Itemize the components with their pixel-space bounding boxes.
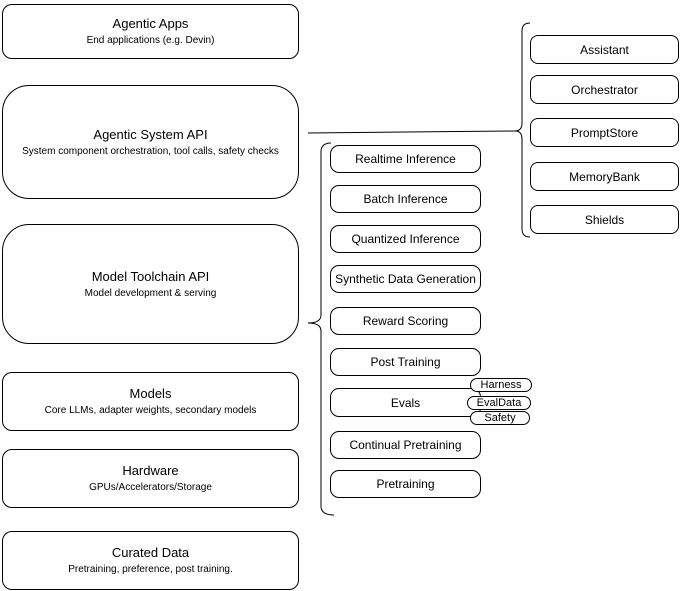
- box-label: Quantized Inference: [351, 232, 460, 246]
- box-title: Hardware: [122, 463, 179, 478]
- box-label: Synthetic Data Generation: [335, 272, 476, 286]
- box-title: Model Toolchain API: [91, 268, 210, 284]
- box-label: Continual Pretraining: [349, 438, 462, 452]
- box-subtitle: GPUs/Accelerators/Storage: [89, 482, 212, 493]
- box-agentic-apps: Agentic Apps End applications (e.g. Devi…: [2, 4, 299, 59]
- box-post-training: Post Training: [330, 348, 481, 376]
- box-subtitle: End applications (e.g. Devin): [86, 35, 215, 46]
- box-label: Post Training: [370, 355, 441, 369]
- pill-evaldata: EvalData: [467, 396, 531, 410]
- box-realtime-inference: Realtime Inference: [330, 145, 481, 173]
- box-label: Reward Scoring: [362, 314, 449, 328]
- box-title: Agentic Apps: [112, 16, 189, 31]
- box-quantized-inference: Quantized Inference: [330, 225, 481, 253]
- box-reward-scoring: Reward Scoring: [330, 307, 481, 335]
- box-title: Models: [129, 386, 172, 401]
- box-label: MemoryBank: [569, 169, 640, 184]
- box-subtitle: Core LLMs, adapter weights, secondary mo…: [44, 405, 257, 416]
- box-label: Evals: [390, 395, 421, 410]
- box-synthetic-data-generation: Synthetic Data Generation: [330, 265, 481, 293]
- box-model-toolchain-api: Model Toolchain API Model development & …: [2, 224, 299, 344]
- box-promptstore: PromptStore: [530, 118, 679, 147]
- box-models: Models Core LLMs, adapter weights, secon…: [2, 372, 299, 431]
- box-curated-data: Curated Data Pretraining, preference, po…: [2, 531, 299, 590]
- pill-label: EvalData: [476, 397, 522, 409]
- box-label: Assistant: [580, 42, 629, 57]
- pill-harness: Harness: [470, 378, 532, 392]
- box-label: Orchestrator: [571, 82, 638, 97]
- box-label: Shields: [584, 212, 625, 227]
- pill-safety: Safety: [470, 411, 530, 425]
- box-subtitle: Pretraining, preference, post training.: [68, 564, 233, 575]
- box-hardware: Hardware GPUs/Accelerators/Storage: [2, 449, 299, 508]
- box-memorybank: MemoryBank: [530, 162, 679, 191]
- edge-system-api-to-system-group: [307, 130, 516, 134]
- box-continual-pretraining: Continual Pretraining: [330, 431, 481, 459]
- box-title: Curated Data: [111, 545, 190, 560]
- box-agentic-system-api: Agentic System API System component orch…: [2, 85, 299, 199]
- pill-label: Safety: [484, 412, 516, 424]
- box-pretraining: Pretraining: [330, 470, 481, 498]
- box-batch-inference: Batch Inference: [330, 185, 481, 213]
- box-evals: Evals: [330, 388, 481, 417]
- box-subtitle: Model development & serving: [84, 287, 217, 299]
- box-label: Batch Inference: [363, 192, 448, 206]
- box-assistant: Assistant: [530, 35, 679, 64]
- pill-label: Harness: [480, 379, 522, 391]
- box-label: Pretraining: [376, 477, 435, 491]
- box-label: Realtime Inference: [355, 152, 456, 166]
- box-shields: Shields: [530, 205, 679, 234]
- box-title: Agentic System API: [93, 126, 208, 142]
- toolchain-group-brace: [307, 142, 335, 516]
- box-label: PromptStore: [570, 125, 639, 140]
- system-group-bracket: [514, 22, 531, 238]
- box-subtitle: System component orchestration, tool cal…: [22, 145, 279, 157]
- box-orchestrator: Orchestrator: [530, 75, 679, 104]
